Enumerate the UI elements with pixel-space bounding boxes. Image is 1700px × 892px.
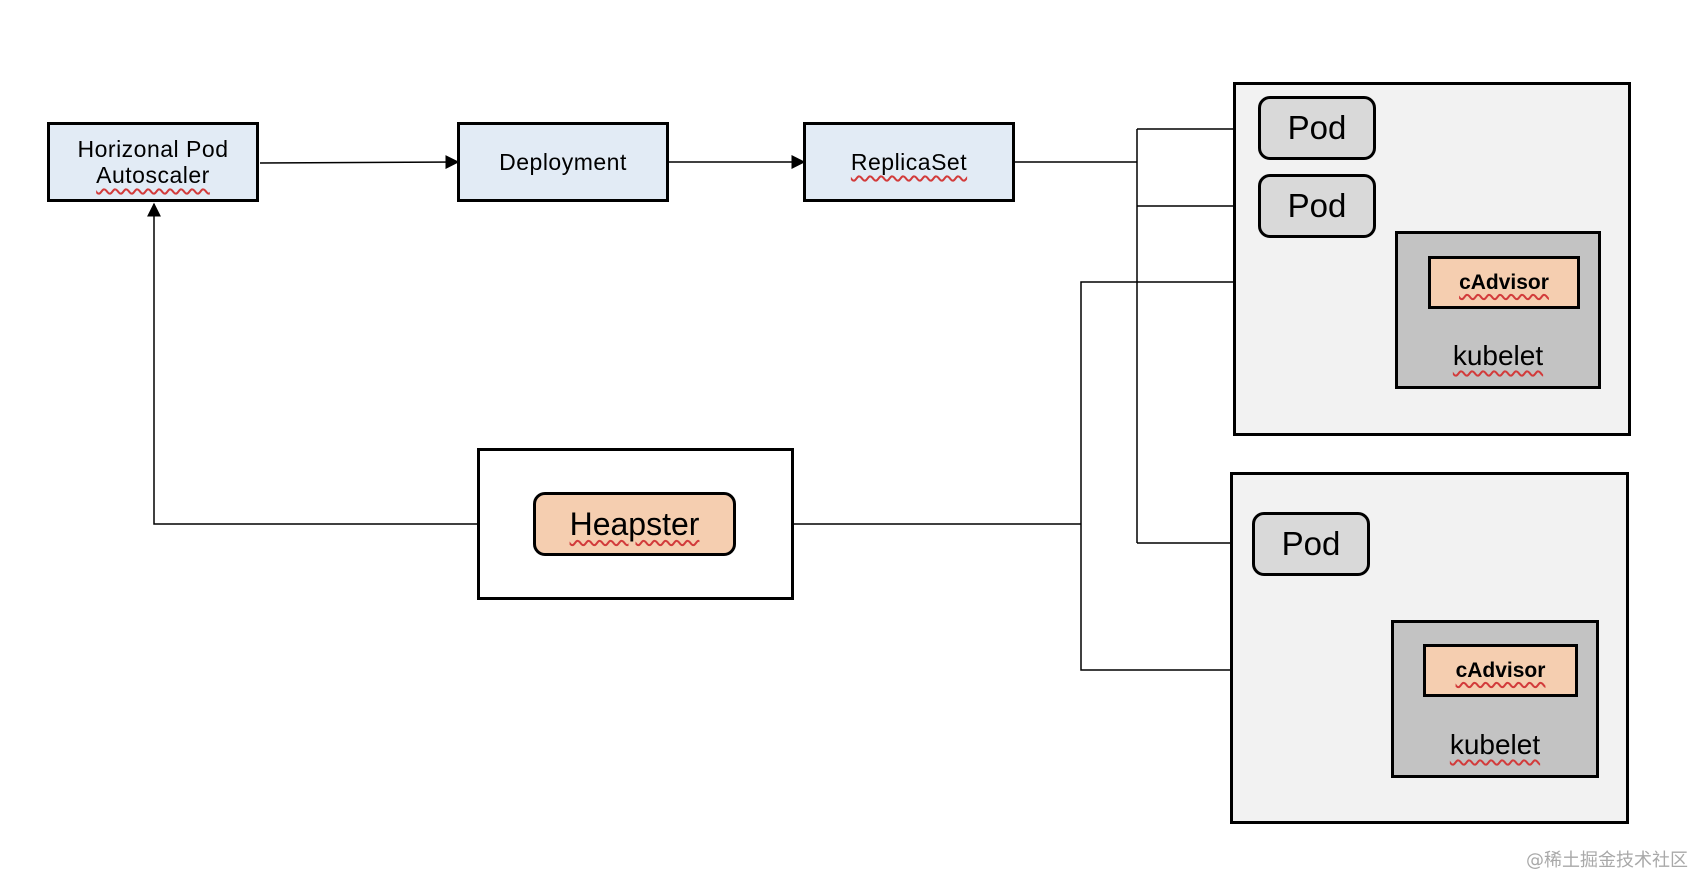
node-1-cadvisor: cAdvisor [1428, 256, 1580, 309]
node-2-pod-1: Pod [1252, 512, 1370, 576]
cadvisor-label: cAdvisor [1455, 658, 1546, 682]
hpa-box: Horizonal Pod Autoscaler [47, 122, 259, 202]
watermark: @稀土掘金技术社区 [1526, 850, 1688, 871]
node-1-pod-1: Pod [1258, 96, 1376, 160]
kubelet-label: kubelet [1452, 340, 1544, 371]
replicaset-label: ReplicaSet [850, 149, 968, 175]
replicaset-box: ReplicaSet [803, 122, 1015, 202]
pod-label: Pod [1281, 525, 1341, 562]
deployment-label: Deployment [499, 149, 627, 175]
arrow-hpa-to-deployment [259, 155, 460, 170]
arrow-heapster-to-hpa [147, 202, 534, 525]
heapster-box: Heapster [533, 492, 736, 556]
pod-label: Pod [1287, 187, 1347, 224]
node-1-pod-2: Pod [1258, 174, 1376, 238]
hpa-label-line1: Horizonal Pod [77, 136, 229, 162]
cadvisor-label: cAdvisor [1459, 270, 1549, 294]
hpa-label-line2: Autoscaler [96, 162, 210, 188]
pod-label: Pod [1287, 109, 1347, 146]
node-1-kubelet: kubelet [1395, 231, 1601, 389]
deployment-box: Deployment [457, 122, 669, 202]
heapster-label: Heapster [569, 505, 700, 542]
kubelet-label: kubelet [1449, 729, 1541, 760]
node-2-cadvisor: cAdvisor [1423, 644, 1578, 697]
